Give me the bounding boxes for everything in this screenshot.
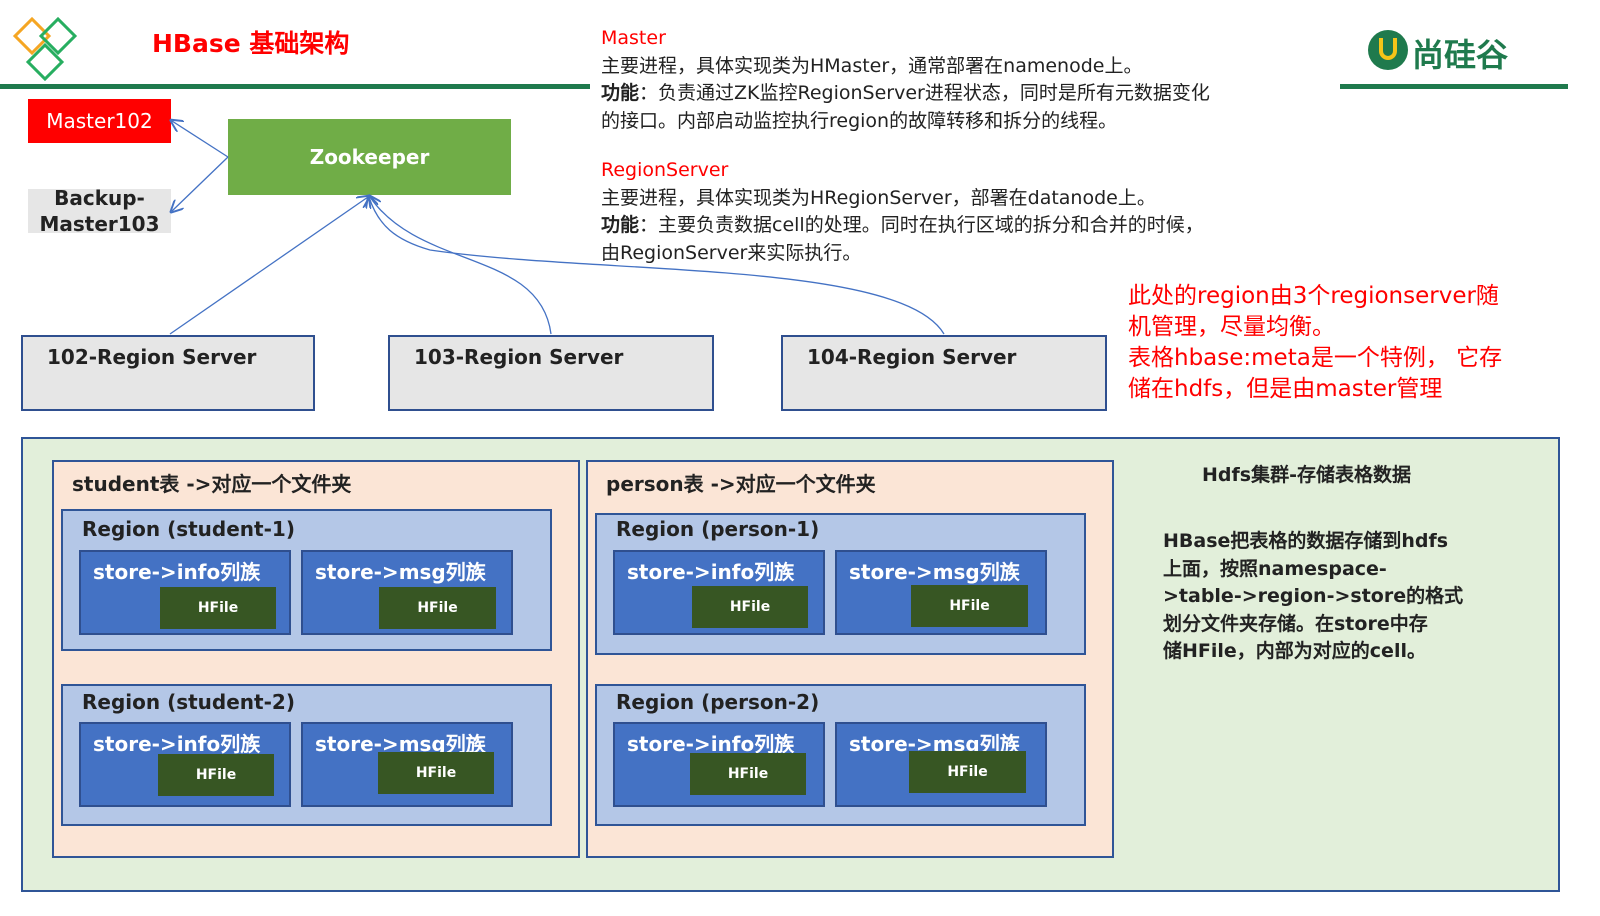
- zk-to-backup-arrow: [172, 156, 229, 211]
- hfile: HFile: [692, 586, 808, 628]
- rs102-to-zk-arrow: [169, 197, 368, 335]
- regionserver-func-text: ：主要负责数据cell的处理。同时在执行区域的拆分和合并的时候，: [639, 214, 1204, 236]
- backup-master-line2: Master103: [39, 212, 160, 236]
- zookeeper-node: Zookeeper: [228, 119, 511, 195]
- store-label: store->info列族: [93, 560, 261, 584]
- meta-note-line4: 储在hdfs，但是由master管理: [1128, 376, 1443, 402]
- hdfs-text-line2: 上面，按照namespace-: [1163, 557, 1387, 580]
- region-server-104: 104-Region Server: [781, 335, 1107, 411]
- hdfs-text-line4: 划分文件夹存储。在store中存: [1163, 612, 1428, 635]
- master-description: Master 主要进程，具体实现类为HMaster，通常部署在namenode上…: [601, 25, 1321, 135]
- master-func-text: ：负责通过ZK监控RegionServer进程状态，同时是所有元数据变化: [639, 82, 1210, 104]
- regionserver-heading: RegionServer: [601, 159, 729, 181]
- brand-name: 尚硅谷: [1412, 36, 1509, 74]
- hfile: HFile: [911, 585, 1028, 627]
- region-title: Region (person-1): [616, 517, 820, 541]
- store-label: store->msg列族: [849, 560, 1020, 584]
- table-title-person: person表 ->对应一个文件夹: [606, 472, 876, 496]
- page-title: HBase 基础架构: [152, 29, 350, 58]
- logo-diamonds-icon: [12, 16, 78, 82]
- region-server-103: 103-Region Server: [388, 335, 714, 411]
- hdfs-text-line5: 储HFile，内部为对应的cell。: [1163, 640, 1426, 662]
- hfile: HFile: [160, 587, 276, 629]
- regionserver-line1: 主要进程，具体实现类为HRegionServer，部署在datanode上。: [601, 186, 1156, 209]
- header-divider-left: [0, 84, 590, 89]
- region-title: Region (person-2): [616, 690, 820, 714]
- master-line1: 主要进程，具体实现类为HMaster，通常部署在namenode上。: [601, 54, 1143, 77]
- zk-to-master-arrow: [172, 121, 229, 158]
- master-heading: Master: [601, 27, 666, 49]
- master-line3: 的接口。内部启动监控执行region的故障转移和拆分的线程。: [601, 109, 1118, 132]
- meta-note-line2: 机管理，尽量均衡。: [1128, 314, 1335, 340]
- store-label: store->info列族: [627, 560, 795, 584]
- hfile: HFile: [909, 751, 1026, 793]
- hdfs-text-line3: >table->region->store的格式: [1163, 585, 1464, 607]
- backup-master-line1: Backup-: [54, 186, 145, 210]
- brand-logo-icon: [1368, 30, 1408, 70]
- store-label: store->info列族: [627, 732, 795, 756]
- hdfs-text-line1: HBase把表格的数据存储到hdfs: [1163, 530, 1449, 552]
- rs103-to-zk-arrow: [370, 197, 552, 335]
- region-title: Region (student-2): [82, 690, 295, 714]
- hfile: HFile: [379, 587, 496, 629]
- regionserver-description: RegionServer 主要进程，具体实现类为HRegionServer，部署…: [601, 157, 1321, 267]
- master-func-label: 功能: [601, 82, 640, 104]
- regionserver-func-line: 功能：主要负责数据cell的处理。同时在执行区域的拆分和合并的时候，: [601, 212, 1321, 240]
- rs104-to-zk-arrow: [369, 197, 945, 335]
- meta-note-line1: 此处的region由3个regionserver随: [1128, 283, 1499, 309]
- backup-master-node: Backup- Master103: [28, 186, 171, 236]
- regionserver-line3: 由RegionServer来实际执行。: [601, 241, 862, 264]
- hfile: HFile: [158, 754, 274, 796]
- hdfs-title: Hdfs集群-存储表格数据: [1202, 464, 1411, 486]
- hdfs-description: HBase把表格的数据存储到hdfs 上面，按照namespace- >tabl…: [1163, 528, 1543, 666]
- meta-note: 此处的region由3个regionserver随 机管理，尽量均衡。 表格hb…: [1128, 281, 1568, 405]
- master-func-line: 功能：负责通过ZK监控RegionServer进程状态，同时是所有元数据变化: [601, 80, 1321, 108]
- table-title-student: student表 ->对应一个文件夹: [72, 472, 352, 496]
- region-title: Region (student-1): [82, 517, 295, 541]
- meta-note-line3: 表格hbase:meta是一个特例， 它存: [1128, 345, 1503, 371]
- hfile: HFile: [690, 753, 806, 795]
- store-label: store->info列族: [93, 732, 261, 756]
- master-node: Master102: [28, 99, 171, 143]
- regionserver-func-label: 功能: [601, 214, 640, 236]
- store-label: store->msg列族: [315, 560, 486, 584]
- region-server-102: 102-Region Server: [21, 335, 315, 411]
- header-divider-right: [1340, 84, 1568, 89]
- hfile: HFile: [378, 752, 494, 794]
